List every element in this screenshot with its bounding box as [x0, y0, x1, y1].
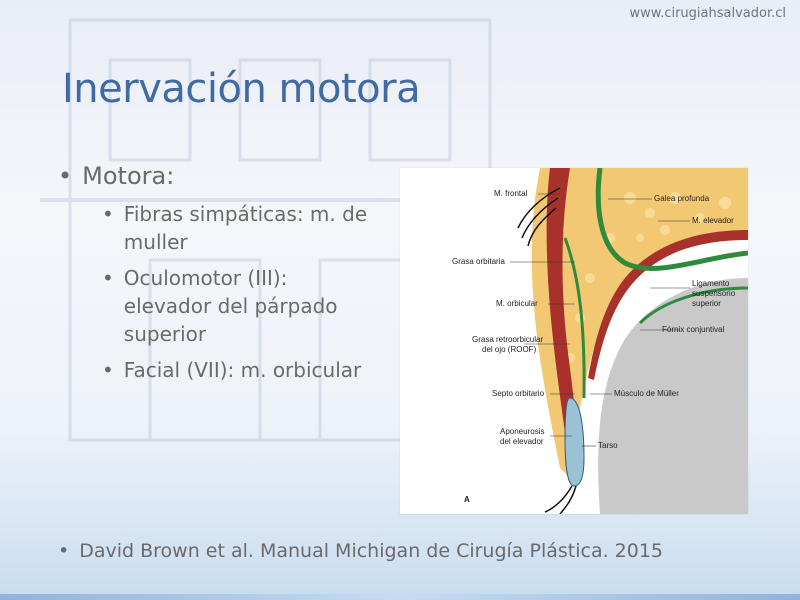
bullet-dot: • — [102, 202, 114, 226]
bullet-dot: • — [102, 358, 114, 382]
label-aponeurosis-2: del elevador — [500, 437, 544, 446]
tarsus — [564, 397, 585, 487]
bullet-dot: • — [58, 540, 70, 562]
skin-fat-region — [531, 168, 748, 478]
label-septo: Septo orbitario — [492, 389, 545, 398]
label-m-orbicular: M. orbicular — [496, 299, 538, 308]
ligament-fascia — [638, 286, 748, 325]
bullet-main: • Motora: — [58, 162, 398, 190]
label-fornix: Fórnix conjuntival — [662, 325, 724, 334]
eye-globe — [598, 278, 748, 514]
label-ligamento-1: Ligamento — [692, 279, 730, 288]
sub-bullet-1: • Fibras simpáticas: m. de muller — [102, 200, 398, 256]
slide-title: Inervación motora — [62, 66, 421, 112]
bullet-main-text: Motora: — [82, 162, 175, 190]
bullet-dot: • — [102, 266, 114, 290]
label-grasa-roof-2: del ojo (ROOF) — [482, 345, 537, 354]
label-grasa-orbitaria: Grasa orbitaria — [452, 257, 505, 266]
label-grasa-roof-1: Grasa retroorbicular — [472, 335, 543, 344]
eyelash — [544, 485, 573, 513]
sub-bullet-text: Fibras simpáticas: m. de muller — [124, 200, 367, 256]
label-ligamento-3: superior — [692, 299, 721, 308]
eyelid-anatomy-figure: M. frontal Galea profunda M. elevador Gr… — [400, 168, 748, 514]
bullet-dot: • — [58, 162, 73, 190]
leader-lines — [510, 193, 690, 447]
bottom-band — [0, 594, 800, 600]
bullet-list: • Motora: • Fibras simpáticas: m. de mul… — [58, 162, 398, 392]
sub-bullet-line: Fibras simpáticas: m. de — [123, 202, 368, 226]
brow-hair — [517, 187, 561, 229]
label-m-frontal: M. frontal — [494, 189, 528, 198]
sub-bullet-line: Oculomotor (III): — [123, 266, 288, 290]
sub-bullet-line: muller — [123, 230, 188, 254]
label-muller: Músculo de Müller — [614, 389, 679, 398]
label-m-elevador: M. elevador — [692, 216, 734, 225]
citation: • David Brown et al. Manual Michigan de … — [58, 540, 663, 562]
eyelid-diagram: M. frontal Galea profunda M. elevador Gr… — [452, 168, 748, 514]
label-ligamento-2: suspensorio — [692, 289, 736, 298]
septum-fascia — [563, 237, 586, 399]
sub-bullet-line: superior — [123, 322, 207, 346]
eyelash — [559, 485, 577, 514]
label-tarso: Tarso — [598, 441, 618, 450]
orbicularis-muscle — [546, 168, 578, 473]
sub-bullet-line: elevador del párpado — [123, 294, 338, 318]
brow-hair — [521, 197, 559, 239]
citation-text: David Brown et al. Manual Michigan de Ci… — [79, 540, 664, 562]
label-panel-letter: A — [464, 495, 470, 504]
label-aponeurosis-1: Aponeurosis — [500, 427, 544, 436]
brow-hair — [527, 207, 557, 247]
sub-bullet-2: • Oculomotor (III): elevador del párpado… — [102, 264, 398, 348]
sub-bullet-text: Facial (VII): m. orbicular — [123, 358, 362, 382]
galea-fascia — [595, 168, 748, 271]
site-url: www.cirugiahsalvador.cl — [629, 6, 786, 21]
sub-bullet-3: • Facial (VII): m. orbicular — [102, 356, 398, 384]
sub-bullet-text: Oculomotor (III): elevador del párpado s… — [124, 264, 338, 348]
label-galea: Galea profunda — [654, 194, 710, 203]
